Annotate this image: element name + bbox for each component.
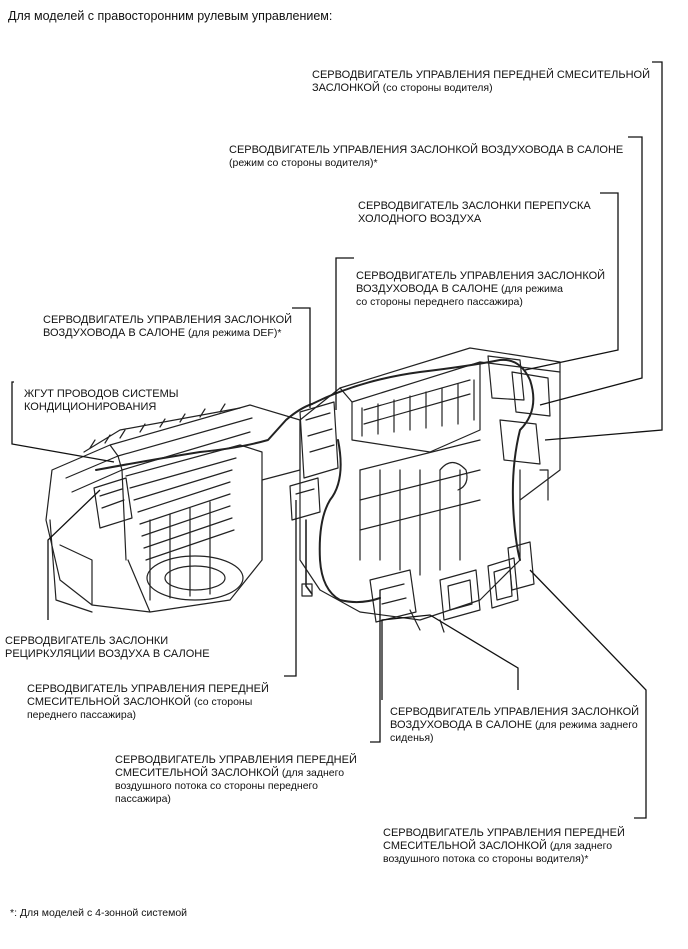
leader-harness xyxy=(11,381,115,463)
label-front-mix-servo-driver-note: (со стороны водителя) xyxy=(379,82,493,94)
diagram-header: Для моделей с правосторонним рулевым упр… xyxy=(8,9,333,23)
label-front-mix-servo-driver: СЕРВОДВИГАТЕЛЬ УПРАВЛЕНИЯ ПЕРЕДНЕЙ СМЕСИ… xyxy=(312,56,657,95)
leader-mode-driver xyxy=(539,136,643,406)
footnote-4-zone: *: Для моделей с 4-зонной системой xyxy=(10,907,188,919)
label-mode-servo-passenger-title: СЕРВОДВИГАТЕЛЬ УПРАВЛЕНИЯ ЗАСЛОНКОЙ ВОЗД… xyxy=(356,270,606,295)
label-cold-bypass-servo-title: СЕРВОДВИГАТЕЛЬ ЗАСЛОНКИ ПЕРЕПУСКА ХОЛОДН… xyxy=(358,200,591,225)
hvac-unit-illustration xyxy=(45,347,561,633)
label-rear-mix-servo-passenger-title: СЕРВОДВИГАТЕЛЬ УПРАВЛЕНИЯ ПЕРЕДНЕЙ СМЕСИ… xyxy=(115,754,357,779)
label-mode-servo-driver-note: (режим со стороны водителя)* xyxy=(229,157,378,169)
label-rear-mix-servo-passenger: СЕРВОДВИГАТЕЛЬ УПРАВЛЕНИЯ ПЕРЕДНЕЙ СМЕСИ… xyxy=(115,741,377,806)
label-front-mix-servo-passenger: СЕРВОДВИГАТЕЛЬ УПРАВЛЕНИЯ ПЕРЕДНЕЙ СМЕСИ… xyxy=(27,670,289,722)
leader-front-mix-passenger xyxy=(284,500,297,677)
label-ac-wire-harness-title: ЖГУТ ПРОВОДОВ СИСТЕМЫ КОНДИЦИОНИРОВАНИЯ xyxy=(24,388,179,413)
label-mode-servo-rear-note: (для режима заднего сиденья) xyxy=(390,719,638,744)
label-recirc-servo-title: СЕРВОДВИГАТЕЛЬ ЗАСЛОНКИ РЕЦИРКУЛЯЦИИ ВОЗ… xyxy=(5,635,210,660)
label-mode-servo-driver: СЕРВОДВИГАТЕЛЬ УПРАВЛЕНИЯ ЗАСЛОНКОЙ ВОЗД… xyxy=(229,131,634,170)
leader-cold-bypass xyxy=(524,192,619,371)
label-rear-mix-servo-passenger-note: (для заднего воздушного потока со сторон… xyxy=(115,767,345,805)
leader-recirc xyxy=(47,489,101,620)
label-mode-servo-def-note: (для режима DEF)* xyxy=(185,327,282,339)
leader-rear-mix-passenger xyxy=(370,590,381,743)
label-front-mix-servo-passenger-note: (со стороны переднего пассажира) xyxy=(27,696,253,721)
label-mode-servo-driver-title: СЕРВОДВИГАТЕЛЬ УПРАВЛЕНИЯ ЗАСЛОНКОЙ ВОЗД… xyxy=(229,144,624,156)
leader-lines xyxy=(11,61,663,819)
label-rear-mix-servo-driver-title: СЕРВОДВИГАТЕЛЬ УПРАВЛЕНИЯ ПЕРЕДНЕЙ СМЕСИ… xyxy=(383,827,625,852)
label-ac-wire-harness: ЖГУТ ПРОВОДОВ СИСТЕМЫ КОНДИЦИОНИРОВАНИЯ xyxy=(24,375,224,414)
label-mode-servo-rear-title: СЕРВОДВИГАТЕЛЬ УПРАВЛЕНИЯ ЗАСЛОНКОЙ ВОЗД… xyxy=(390,706,640,731)
leader-mode-passenger xyxy=(335,257,354,410)
leader-mode-def xyxy=(292,307,311,408)
label-mode-servo-rear: СЕРВОДВИГАТЕЛЬ УПРАВЛЕНИЯ ЗАСЛОНКОЙ ВОЗД… xyxy=(390,693,655,745)
label-mode-servo-passenger: СЕРВОДВИГАТЕЛЬ УПРАВЛЕНИЯ ЗАСЛОНКОЙ ВОЗД… xyxy=(356,257,621,309)
label-mode-servo-passenger-note: (для режима со стороны переднего пассажи… xyxy=(356,283,563,308)
label-front-mix-servo-passenger-title: СЕРВОДВИГАТЕЛЬ УПРАВЛЕНИЯ ПЕРЕДНЕЙ СМЕСИ… xyxy=(27,683,269,708)
label-mode-servo-def-title: СЕРВОДВИГАТЕЛЬ УПРАВЛЕНИЯ ЗАСЛОНКОЙ ВОЗД… xyxy=(43,314,293,339)
leader-mode-rear xyxy=(381,614,519,700)
label-rear-mix-servo-driver-note: (для заднего воздушного потока со сторон… xyxy=(383,840,613,865)
label-recirc-servo: СЕРВОДВИГАТЕЛЬ ЗАСЛОНКИ РЕЦИРКУЛЯЦИИ ВОЗ… xyxy=(5,622,245,661)
leader-rear-mix-driver xyxy=(529,569,647,819)
label-rear-mix-servo-driver: СЕРВОДВИГАТЕЛЬ УПРАВЛЕНИЯ ПЕРЕДНЕЙ СМЕСИ… xyxy=(383,814,648,866)
leader-front-mix-driver xyxy=(544,61,663,441)
label-mode-servo-def: СЕРВОДВИГАТЕЛЬ УПРАВЛЕНИЯ ЗАСЛОНКОЙ ВОЗД… xyxy=(43,301,303,340)
label-cold-bypass-servo: СЕРВОДВИГАТЕЛЬ ЗАСЛОНКИ ПЕРЕПУСКА ХОЛОДН… xyxy=(358,187,608,226)
label-front-mix-servo-driver-title: СЕРВОДВИГАТЕЛЬ УПРАВЛЕНИЯ ПЕРЕДНЕЙ СМЕСИ… xyxy=(312,69,650,94)
